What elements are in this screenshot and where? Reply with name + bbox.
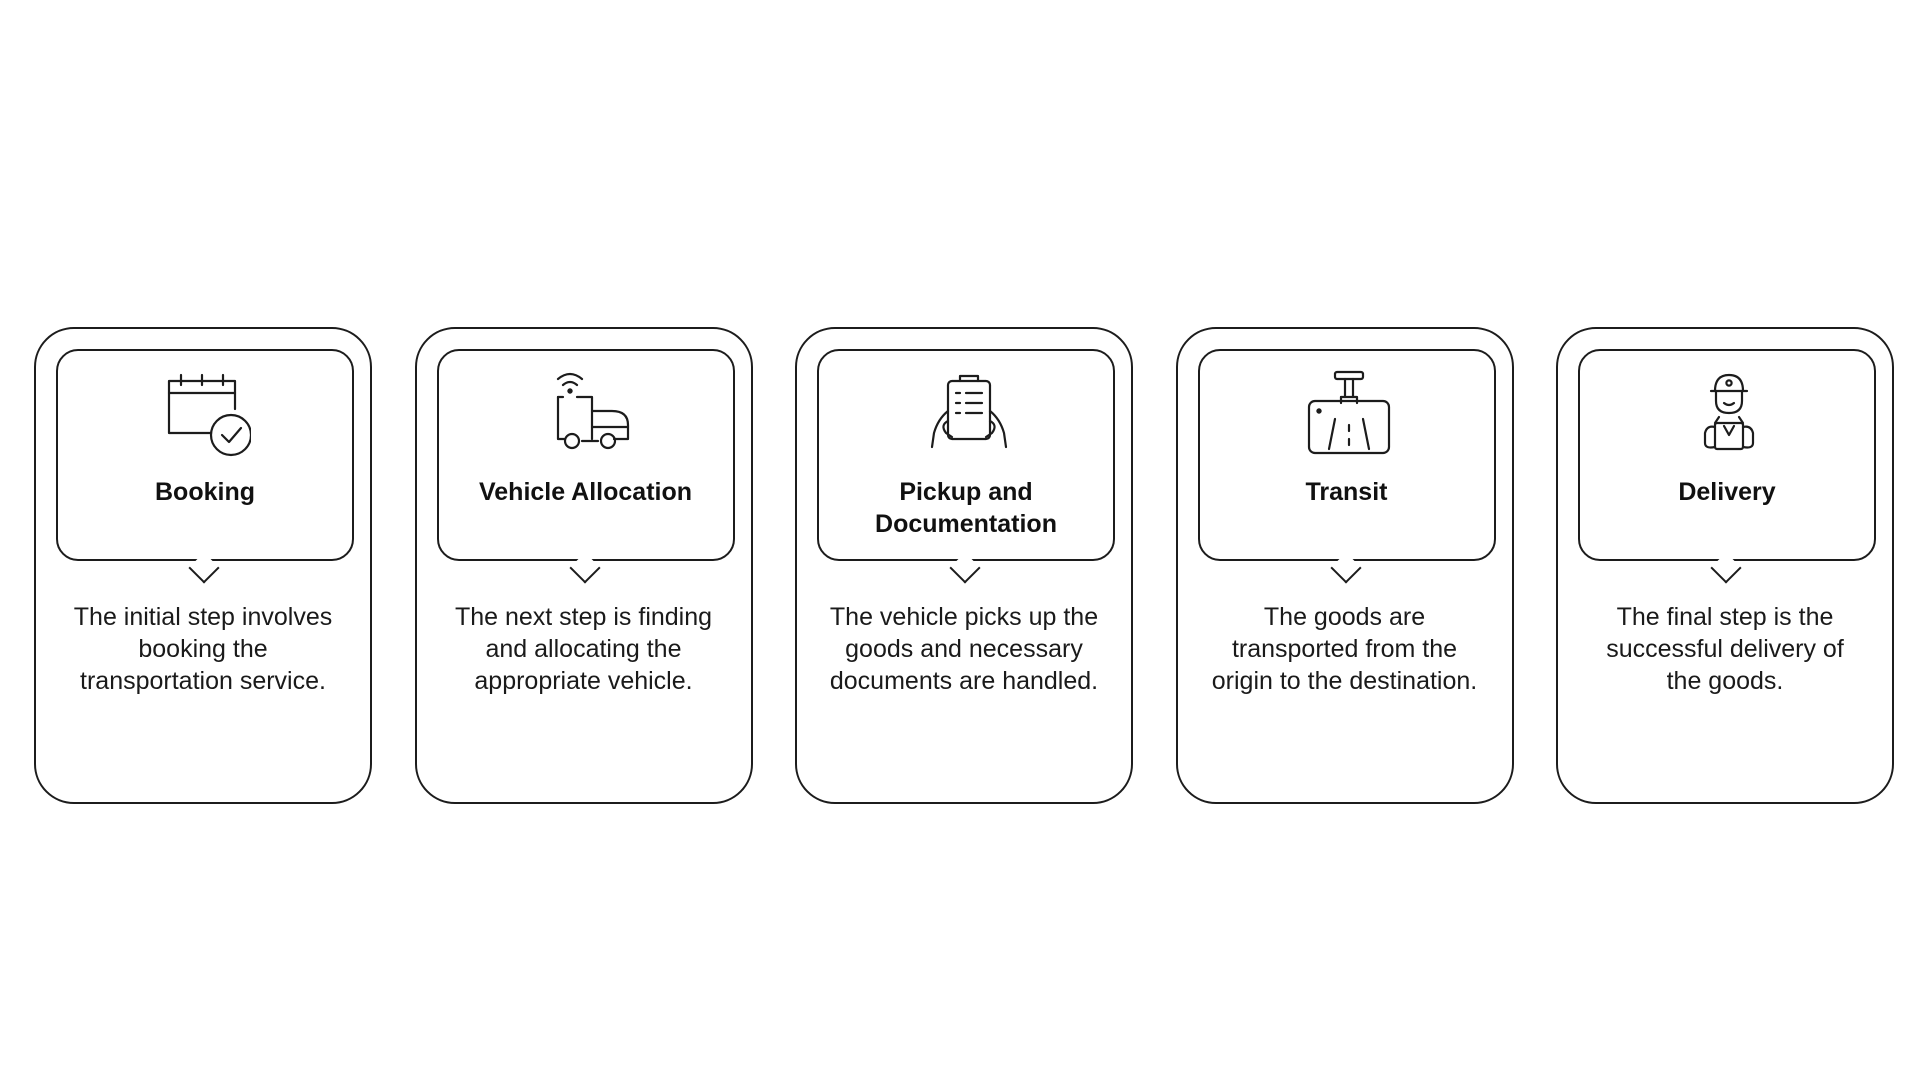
step-title: Transit [1305,478,1388,506]
step-header: Transit [1197,349,1496,584]
step-description: The goods are transported from the origi… [1211,603,1478,695]
process-steps: Booking The initial step involves bookin… [34,327,1894,804]
step-card-vehicle-allocation: Vehicle Allocation The next step is find… [414,327,753,804]
step-description: The initial step involves booking the tr… [73,603,333,695]
callout-pointer [188,552,220,584]
callout-pointer [949,552,981,584]
callout-pointer [568,552,601,584]
courier-package-icon [1685,369,1773,457]
step-header: Booking [56,349,354,584]
callout-pointer [1710,552,1742,584]
step-description: The next step is finding and allocating … [454,603,713,695]
step-title: Delivery [1678,478,1776,506]
calendar-check-icon [163,369,251,457]
step-header: Delivery [1578,349,1876,584]
step-title: Booking [155,478,255,506]
clipboard-hands-icon [924,369,1012,457]
step-header: Pickup and Documentation [817,349,1115,584]
step-description: The final step is the successful deliver… [1606,603,1844,695]
step-header: Vehicle Allocation [436,349,735,584]
connected-truck-icon [544,369,632,457]
step-description: The vehicle picks up the goods and neces… [829,603,1099,695]
step-title: Vehicle Allocation [478,478,693,506]
step-title: Pickup and Documentation [875,478,1057,538]
step-card-booking: Booking The initial step involves bookin… [34,327,372,804]
step-card-delivery: Delivery The final step is the successfu… [1556,327,1894,804]
step-card-pickup-and-documentation: Pickup and Documentation The vehicle pic… [795,327,1133,804]
windshield-road-icon [1305,369,1393,457]
callout-pointer [1329,552,1362,584]
step-card-transit: Transit The goods are transported from t… [1175,327,1514,804]
